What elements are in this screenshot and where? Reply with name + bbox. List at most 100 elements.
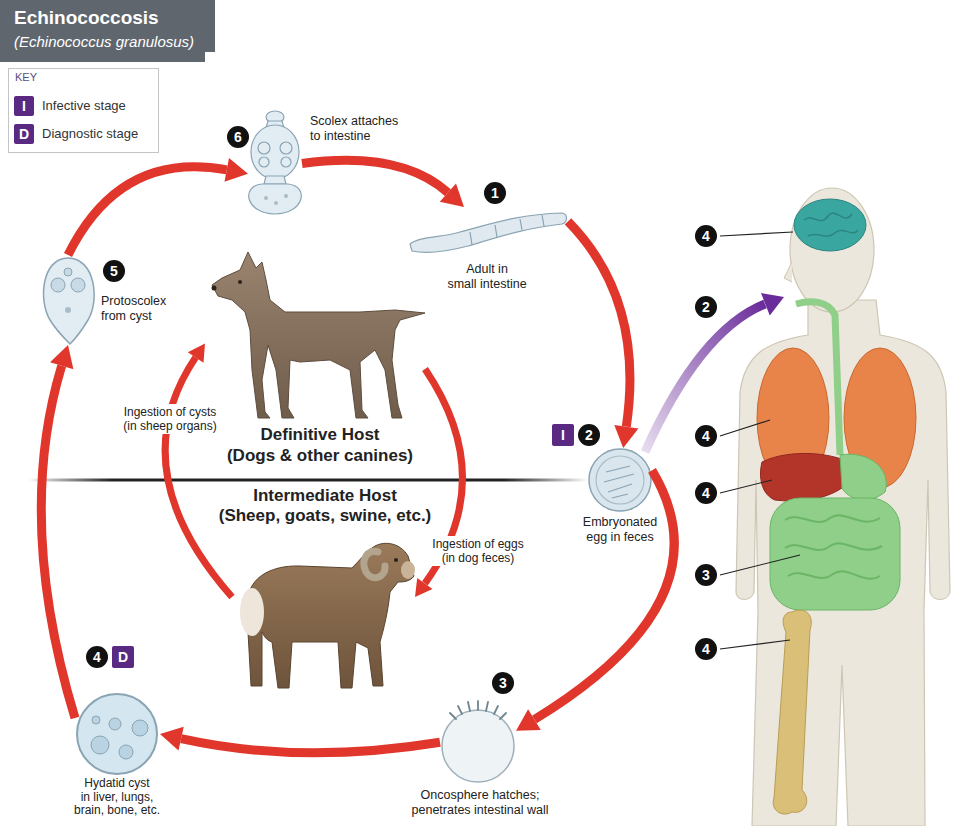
scolex-illustration — [264, 196, 268, 200]
callout-number: 4 — [695, 225, 717, 247]
egg-illustration — [596, 456, 644, 504]
hydatid-cyst-illustration — [92, 716, 100, 724]
arrow-head — [160, 727, 184, 751]
callout-number: 4 — [695, 482, 717, 504]
hydatid-cyst-illustration — [77, 694, 157, 774]
hydatid-cyst-illustration — [91, 736, 109, 754]
stomach — [840, 454, 886, 499]
intestines — [770, 498, 900, 610]
scolex-illustration — [249, 184, 302, 214]
human-figure — [736, 188, 950, 826]
node-caption: Oncosphere hatches; penetrates intestina… — [397, 788, 563, 817]
intestines — [770, 498, 900, 610]
oncosphere-illustration — [450, 701, 506, 719]
scolex-illustration — [264, 176, 286, 184]
life-cycle-arrow — [302, 160, 464, 207]
arrow-line — [534, 470, 674, 719]
legend-text: Diagnostic stage — [42, 126, 138, 142]
arrow-head — [614, 425, 638, 448]
dog-figure — [238, 280, 242, 284]
life-cycle-arrow — [516, 470, 674, 730]
intestines — [785, 515, 882, 578]
stage-node: Oncosphere hatches; penetrates intestina… — [440, 708, 516, 784]
title-panel — [205, 52, 215, 62]
node-caption: Hydatid cyst in liver, lungs, brain, bon… — [58, 777, 176, 818]
leader-line — [720, 232, 793, 236]
edge-label: Ingestion of cysts (in sheep organs) — [108, 404, 232, 434]
host-divider — [28, 479, 588, 482]
host-node: Intermediate Host(Sheep, goats, swine, e… — [232, 535, 415, 690]
stage-node: Scolex attaches to intestine — [248, 112, 302, 215]
node-caption: Definitive Host — [200, 425, 440, 445]
title-text: Echinococcosis — [14, 7, 159, 29]
arrow-head — [50, 345, 73, 369]
protoscolex-illustration — [64, 268, 72, 276]
callout-number: 4 — [695, 638, 717, 660]
protoscolex-illustration — [44, 258, 95, 344]
hydatid-cyst-illustration — [109, 718, 121, 730]
sheep-figure — [394, 558, 398, 562]
sheep-figure — [364, 551, 385, 577]
life-cycle-arrow — [568, 221, 638, 448]
arrow-head — [516, 709, 541, 731]
arrow-line — [68, 167, 227, 255]
scolex-illustration — [284, 194, 288, 198]
stage-node: Adult in small intestine — [408, 207, 568, 255]
leader-line — [720, 555, 800, 575]
egg-illustration — [589, 449, 651, 511]
arrow-head — [415, 578, 433, 597]
hydatid-cyst-illustration — [132, 720, 148, 736]
stage-node: Embryonated egg in feces — [588, 448, 652, 512]
protoscolex-illustration — [51, 278, 65, 292]
node-caption: Intermediate Host — [205, 486, 445, 506]
title-panel — [205, 42, 215, 52]
callout-number: 2 — [695, 296, 717, 318]
arrow-line — [181, 739, 440, 753]
protoscolex-illustration — [71, 278, 85, 292]
host-node: Definitive Host(Dogs & other canines) — [205, 250, 425, 420]
callout-number: 3 — [492, 672, 514, 694]
hydatid-cyst-illustration — [119, 745, 133, 759]
life-cycle-arrow — [41, 345, 75, 718]
callout-number: 1 — [484, 182, 506, 204]
title-panel — [0, 0, 215, 62]
arrow-head — [225, 158, 249, 182]
scolex-illustration — [281, 157, 291, 167]
leader-line — [720, 420, 770, 436]
scolex-illustration — [280, 142, 292, 154]
purple-infection-arrow — [761, 293, 784, 315]
legend-box — [9, 69, 159, 153]
oncosphere-illustration — [442, 710, 514, 782]
scolex-illustration — [249, 111, 302, 214]
node-caption: (Dogs & other canines) — [200, 446, 440, 466]
title-panel — [205, 52, 215, 62]
scolex-illustration — [251, 125, 299, 179]
egg-illustration — [604, 466, 634, 498]
protoscolex-illustration — [65, 307, 71, 313]
legend-symbol-letter: I — [14, 96, 34, 116]
leader-line — [720, 232, 800, 649]
arrow-line — [165, 357, 232, 597]
scolex-illustration — [274, 201, 278, 205]
subtitle: (Echinococcus granulosus) — [14, 33, 194, 51]
sheep-figure — [401, 561, 415, 579]
adult-worm-illustration — [410, 213, 567, 252]
edge-label: Ingestion of eggs (in dog feces) — [424, 536, 532, 566]
hydatid-cyst-illustration — [77, 694, 157, 774]
human-figure — [790, 188, 874, 312]
life-cycle-arrow — [165, 344, 232, 598]
human-figure — [784, 262, 792, 282]
callout-number: 2 — [578, 424, 600, 446]
callout-number: 4 — [695, 425, 717, 447]
egg-illustration — [589, 449, 651, 511]
callout-number: 5 — [103, 260, 125, 282]
arrow-line — [302, 160, 448, 192]
scolex-illustration — [258, 142, 270, 154]
stage-node: Hydatid cyst in liver, lungs, brain, bon… — [75, 694, 160, 774]
brain — [794, 199, 866, 251]
sheep-figure — [244, 543, 414, 688]
adult-worm-illustration — [410, 213, 567, 252]
brain — [794, 199, 866, 251]
dog-figure — [212, 252, 426, 418]
